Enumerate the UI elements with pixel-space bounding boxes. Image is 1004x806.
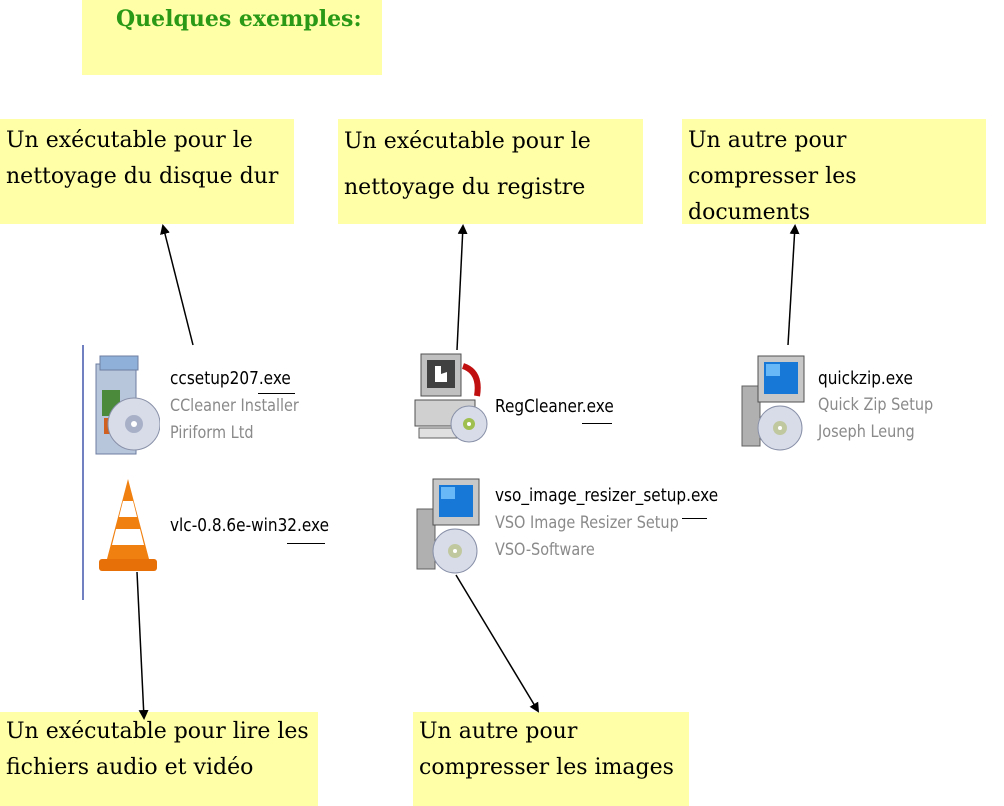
annotation-media-player-text: Un exécutable pour lire les fichiers aud…	[6, 719, 309, 780]
annotation-image-compress-text: Un autre pour compresser les images	[419, 719, 674, 780]
annotation-disk-cleaner-text: Un exécutable pour le nettoyage du disqu…	[6, 128, 279, 189]
ccsetup-underline	[258, 393, 295, 394]
setup-installer-icon	[741, 355, 805, 451]
vso-filename: vso_image_resizer_setup.exe	[495, 485, 719, 506]
arrow-to-disk-cleaner	[160, 224, 194, 346]
annotation-doc-compress-text: Un autre pour compresser les documents	[688, 128, 857, 225]
regcleaner-underline	[582, 423, 612, 424]
vso-description: VSO Image Resizer Setup	[495, 513, 679, 533]
arrow-to-media-player	[136, 571, 149, 720]
vso-underline	[682, 518, 707, 519]
ccsetup-description: CCleaner Installer	[170, 396, 299, 416]
setup-installer-icon	[416, 478, 480, 574]
annotation-image-compress: Un autre pour compresser les images	[413, 712, 689, 806]
file-item-vso[interactable]: vso_image_resizer_setup.exe VSO Image Re…	[415, 475, 719, 580]
vlc-cone-icon	[99, 479, 157, 571]
quickzip-description: Quick Zip Setup	[818, 395, 934, 415]
file-item-ccsetup[interactable]: ccsetup207.exe CCleaner Installer Pirifo…	[90, 350, 320, 460]
file-item-regcleaner[interactable]: RegCleaner.exe	[413, 352, 623, 452]
regcleaner-filename: RegCleaner.exe	[495, 396, 614, 417]
annotation-registry-cleaner-text: Un exécutable pour le nettoyage du regis…	[344, 129, 591, 200]
vso-company: VSO-Software	[495, 540, 595, 560]
vlc-filename: vlc-0.8.6e-win32.exe	[170, 515, 330, 536]
ccleaner-installer-icon	[95, 355, 160, 455]
page-title: Quelques exemples:	[82, 0, 382, 75]
annotation-doc-compress: Un autre pour compresser les documents	[682, 119, 986, 225]
quickzip-filename: quickzip.exe	[818, 368, 913, 389]
file-item-vlc[interactable]: vlc-0.8.6e-win32.exe	[95, 475, 335, 580]
explorer-column-divider	[82, 345, 84, 600]
arrow-to-image-compress	[455, 574, 540, 713]
arrow-to-doc-compress	[787, 224, 800, 346]
annotation-registry-cleaner: Un exécutable pour le nettoyage du regis…	[338, 119, 643, 224]
annotation-disk-cleaner: Un exécutable pour le nettoyage du disqu…	[0, 119, 294, 224]
file-item-quickzip[interactable]: quickzip.exe Quick Zip Setup Joseph Leun…	[740, 352, 940, 457]
ccsetup-filename: ccsetup207.exe	[170, 368, 291, 389]
quickzip-company: Joseph Leung	[818, 422, 915, 442]
arrow-to-registry-cleaner	[456, 224, 468, 351]
vlc-underline	[287, 543, 325, 544]
regcleaner-computer-icon	[414, 353, 488, 443]
ccsetup-company: Piriform Ltd	[170, 423, 254, 443]
annotation-media-player: Un exécutable pour lire les fichiers aud…	[0, 712, 318, 806]
